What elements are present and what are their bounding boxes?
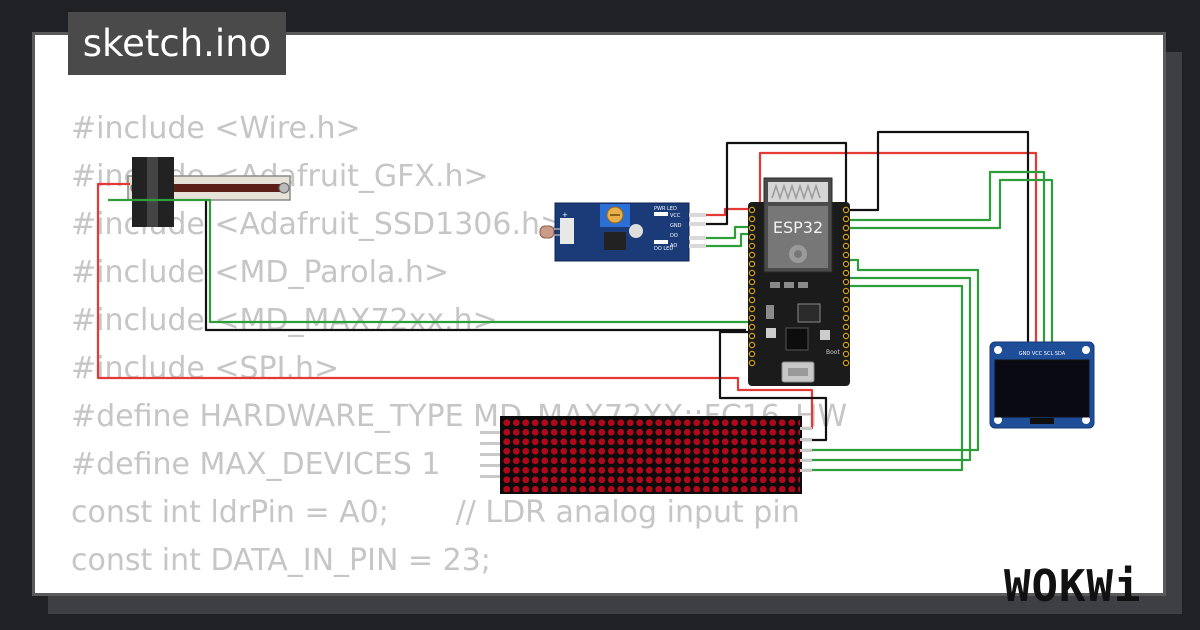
- ldr-pin-ao: AO: [670, 243, 677, 249]
- esp32-right-pins: [842, 206, 850, 367]
- wires: [96, 130, 1054, 472]
- matrix-right-pins: [800, 427, 812, 472]
- do-led-label: DO LED: [654, 246, 673, 252]
- code-line: #include <MD_MAX72xx.h>: [71, 303, 498, 338]
- ldr-pin-gnd: GND: [670, 223, 682, 229]
- matrix-left-pins: [480, 431, 500, 478]
- code-line: #include <SPI.h>: [71, 351, 340, 386]
- oled-display[interactable]: GND VCC SCL SDA: [989, 341, 1095, 429]
- code-line: const int DATA_IN_PIN = 23;: [71, 543, 491, 578]
- logo-text: WOKWi: [1004, 561, 1141, 612]
- oled-pin-labels: GND VCC SCL SDA: [1019, 351, 1066, 357]
- ldr-pin-do: DO: [670, 233, 678, 239]
- code-line: #include <Wire.h>: [71, 111, 361, 146]
- esp32-label: ESP32: [773, 218, 823, 237]
- esp32-board[interactable]: ESP32 Boot: [748, 177, 850, 386]
- code-line: const int CLK_PIN = 18;: [71, 585, 847, 593]
- svg-text:+: +: [562, 211, 568, 219]
- pwr-led-label: PWR LED: [654, 206, 677, 212]
- led-matrix[interactable]: [480, 416, 812, 494]
- code-line: #define MAX_DEVICES 1: [71, 447, 441, 482]
- code-line: const int ldrPin = A0; // LDR analog inp…: [71, 495, 800, 530]
- ldr-module[interactable]: + PWR LED DO LED VCC GND DO AO: [539, 202, 706, 262]
- wokwi-logo: WOKWi: [1004, 561, 1141, 612]
- ldr-pin-vcc: VCC: [670, 213, 681, 219]
- code-line: #include <Adafruit_SSD1306.h>: [71, 207, 566, 242]
- code-line: #include <MD_Parola.h>: [71, 255, 450, 290]
- esp32-left-pins: [748, 206, 756, 367]
- code-preview: #include <Wire.h>#include <Adafruit_GFX.…: [71, 105, 847, 593]
- file-tab[interactable]: sketch.ino: [68, 12, 286, 75]
- boot-label: Boot: [826, 349, 840, 356]
